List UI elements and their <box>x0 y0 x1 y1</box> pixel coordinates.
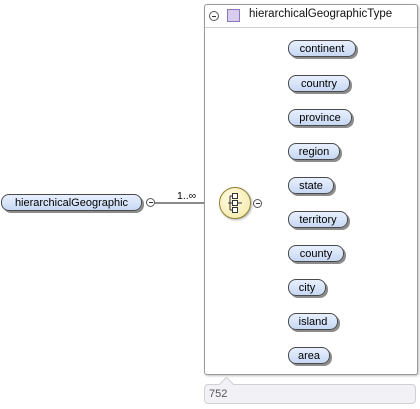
collapse-root-toggle-icon[interactable] <box>146 198 155 207</box>
element-continent[interactable]: continent <box>288 40 356 57</box>
element-area[interactable]: area <box>288 347 330 364</box>
element-region[interactable]: region <box>288 143 340 160</box>
annotation-bubble: 752 <box>204 384 416 404</box>
element-island[interactable]: island <box>288 313 338 330</box>
multiplicity-label: 1..∞ <box>177 190 197 202</box>
collapse-type-toggle-icon[interactable] <box>209 11 219 21</box>
type-header: hierarchicalGeographicType <box>205 5 417 28</box>
element-territory[interactable]: territory <box>288 211 348 228</box>
collapse-sequence-toggle-icon[interactable] <box>253 199 262 208</box>
element-county[interactable]: county <box>288 245 344 262</box>
element-state[interactable]: state <box>288 177 334 194</box>
sequence-compositor[interactable] <box>219 187 251 219</box>
root-element-hierarchical-geographic[interactable]: hierarchicalGeographic <box>1 194 142 211</box>
sequence-icon <box>228 193 242 213</box>
complex-type-icon <box>227 9 240 22</box>
element-country[interactable]: country <box>288 75 350 92</box>
element-city[interactable]: city <box>288 279 326 296</box>
annotation-count: 752 <box>209 388 228 400</box>
type-title: hierarchicalGeographicType <box>249 8 393 20</box>
element-province[interactable]: province <box>288 109 352 126</box>
